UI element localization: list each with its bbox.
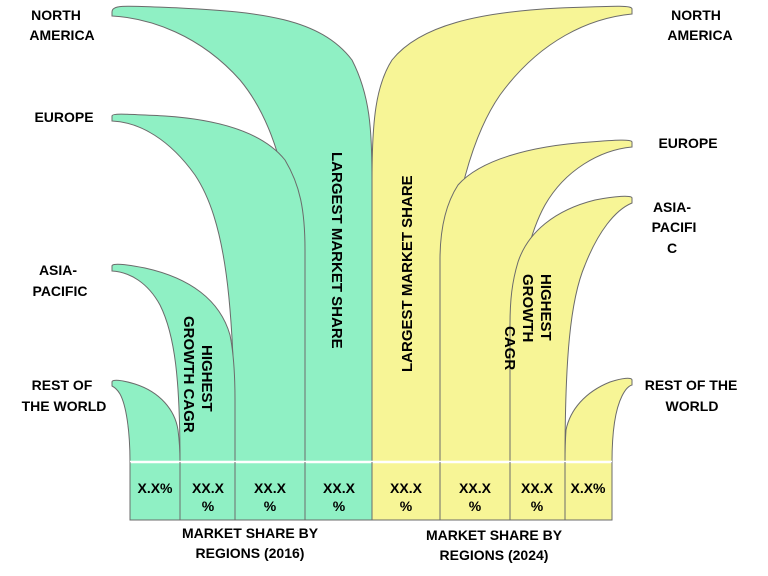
right-label-europe: EUROPE — [658, 135, 717, 151]
right-cell-3-line2: % — [531, 498, 544, 514]
left-label-rest-line2: THE WORLD — [22, 398, 107, 414]
left-label-asia-pacific-line2: PACIFIC — [33, 283, 88, 299]
leaf-left-asia-pacific — [111, 263, 236, 463]
leaf-right-north-america — [371, 5, 633, 463]
right-growth-callout-line1: HIGHEST — [537, 274, 554, 341]
leaf-right-rest-of-world — [564, 377, 633, 463]
left-growth-callout-line1: HIGHEST — [198, 345, 215, 412]
leaf-left-europe — [111, 113, 306, 463]
left-cell-1: X.X% — [137, 480, 173, 496]
right-label-asia-pacific-line3: C — [667, 240, 677, 256]
left-label-europe: EUROPE — [34, 109, 93, 125]
left-growth-callout-line2: GROWTH CAGR — [180, 316, 197, 433]
left-cell-3-line1: XX.X — [254, 480, 287, 496]
left-label-rest-line1: REST OF — [32, 377, 93, 393]
right-growth-callout-line2: GROWTH — [519, 274, 536, 342]
right-cell-1-line1: XX.X — [390, 480, 423, 496]
left-title-line1: MARKET SHARE BY — [182, 525, 319, 541]
left-label-north-america-line2: AMERICA — [29, 27, 94, 43]
left-cell-4-line1: XX.X — [323, 480, 356, 496]
left-largest-callout: LARGEST MARKET SHARE — [328, 152, 345, 349]
left-leaves — [111, 5, 373, 463]
right-largest-callout: LARGEST MARKET SHARE — [399, 175, 416, 372]
right-cells: XX.X % XX.X % XX.X % X.X% — [390, 480, 606, 514]
right-cell-4: X.X% — [570, 480, 606, 496]
right-title-line1: MARKET SHARE BY — [426, 527, 563, 543]
right-cell-1-line2: % — [400, 498, 413, 514]
right-cell-3-line1: XX.X — [521, 480, 554, 496]
leaf-right-europe — [439, 139, 633, 463]
right-label-asia-pacific-line1: ASIA- — [653, 199, 691, 215]
leaf-left-rest-of-world — [111, 379, 181, 463]
value-table — [129, 460, 613, 521]
left-cell-2-line1: XX.X — [192, 480, 225, 496]
left-cell-2-line2: % — [202, 498, 215, 514]
left-cell-3-line2: % — [264, 498, 277, 514]
right-label-north-america-line1: NORTH — [671, 7, 721, 23]
right-label-asia-pacific-line2: PACIFI — [652, 219, 697, 235]
right-label-north-america-line2: AMERICA — [667, 27, 732, 43]
right-label-rest-line1: REST OF THE — [645, 377, 738, 393]
left-cell-4-line2: % — [333, 498, 346, 514]
right-label-rest-line2: WORLD — [666, 398, 719, 414]
right-cell-2-line1: XX.X — [459, 480, 492, 496]
right-cell-2-line2: % — [469, 498, 482, 514]
left-title-line2: REGIONS (2016) — [196, 545, 305, 561]
left-label-asia-pacific-line1: ASIA- — [39, 262, 77, 278]
right-growth-callout-line3: CAGR — [501, 326, 518, 370]
right-leaves — [371, 5, 633, 463]
left-cells: X.X% XX.X % XX.X % XX.X % — [137, 480, 355, 514]
right-title-line2: REGIONS (2024) — [440, 547, 549, 563]
leaf-right-asia-pacific — [509, 195, 633, 463]
left-label-north-america-line1: NORTH — [31, 7, 81, 23]
